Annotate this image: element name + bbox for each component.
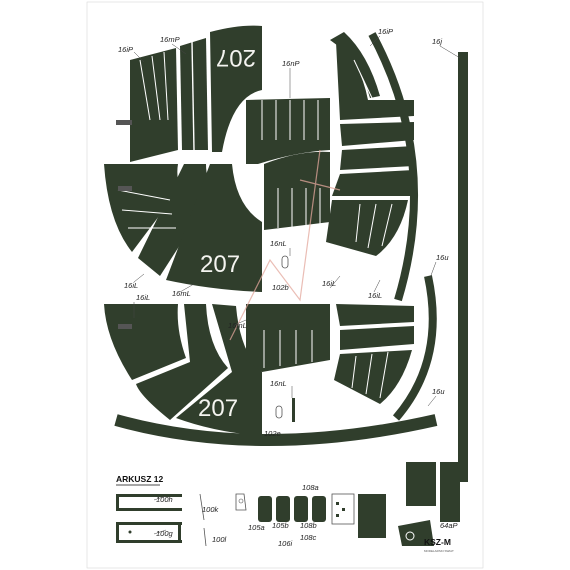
watermark	[229, 149, 341, 341]
fan-lower-b	[340, 326, 414, 350]
label-16mL-top: 16mL	[172, 289, 191, 298]
fender-16nL-center	[264, 151, 330, 230]
part-100g-dot	[128, 530, 132, 534]
part-102b	[281, 255, 289, 269]
part-64aP-hole	[405, 531, 415, 541]
fender-panel-16mP	[210, 25, 262, 153]
label-108a: 108a	[302, 483, 319, 492]
part-100h	[116, 494, 182, 511]
part-102e-bar	[292, 398, 295, 422]
part-16nP	[246, 98, 330, 230]
label-105a: 105a	[248, 523, 265, 532]
fan-16iL-right	[326, 200, 408, 256]
fender-16nP	[246, 98, 330, 164]
fender-panel-16mL	[166, 164, 262, 292]
label-105b: 105b	[272, 521, 289, 530]
label-16iL-top: 16iL	[124, 281, 138, 290]
label-16u-top: 16u	[436, 253, 449, 262]
part-64aP	[398, 462, 460, 546]
part-105b	[258, 496, 326, 522]
part-16iL-lower-right	[334, 304, 414, 404]
part-102e	[275, 405, 283, 419]
strip-16u-upper	[368, 32, 418, 302]
part-100k	[199, 493, 205, 521]
label-16mP: 16mP	[160, 35, 180, 44]
fan-16iP-d	[332, 170, 414, 196]
fender-panel-16iP-b	[180, 38, 208, 150]
brand-subline: MODELARSKI SWIAT	[424, 549, 454, 553]
part-108a	[331, 493, 355, 525]
label-102b: 102b	[272, 283, 289, 292]
fan-16iP-edge	[330, 32, 380, 98]
upper-left-divider	[191, 41, 195, 151]
part-100g	[116, 522, 182, 543]
label-100l: 100l	[212, 535, 227, 544]
fan-lower-c	[334, 350, 412, 404]
label-16j: 16j	[432, 37, 442, 46]
part-16nL-lower	[246, 304, 330, 372]
fender-panel-16iP	[130, 48, 178, 162]
label-16nL-bot: 16nL	[270, 379, 287, 388]
center-slits	[261, 100, 321, 228]
label-108b: 108b	[300, 521, 317, 530]
label-16iL-left: 16iL	[136, 293, 150, 302]
label-102e: 102e	[264, 429, 281, 438]
label-16nL-top: 16nL	[270, 239, 287, 248]
fender-lower-16mL	[176, 304, 262, 436]
right-lower-slits	[351, 351, 389, 399]
right-upper-slits	[353, 59, 393, 249]
label-16iP-right: 16iP	[378, 27, 393, 36]
upper-left-tab	[116, 120, 132, 125]
lower-left-tab	[118, 186, 132, 191]
number-207-upper-right: 207	[200, 251, 240, 278]
label-108c: 108c	[300, 533, 317, 542]
label-100h: 100h	[156, 495, 173, 504]
label-16iL-mid: 16iL	[322, 279, 336, 288]
label-64aP: 64aP	[440, 521, 458, 530]
part-100l	[203, 527, 207, 547]
upper-left-radial-lines	[139, 51, 169, 121]
fan-16iP-c	[340, 146, 414, 170]
label-16nP: 16nP	[282, 59, 300, 68]
number-207-upper: 207	[216, 44, 256, 71]
strip-16j	[458, 52, 468, 482]
fan-16iP-b	[340, 122, 414, 146]
part-16mP-upper	[130, 25, 262, 162]
fender-lower-16iL-b	[136, 304, 228, 420]
center-lower-slits	[263, 330, 313, 368]
label-100k: 100k	[202, 505, 220, 514]
label-100g: 100g	[156, 529, 174, 538]
lower-tab	[118, 324, 132, 329]
part-16mL-lower	[104, 304, 262, 436]
sheet-title: ARKUSZ 12	[116, 474, 164, 484]
label-16mL-mid: 16mL	[228, 321, 247, 330]
fan-16iP-a	[336, 42, 414, 120]
part-108b-marks	[336, 502, 345, 517]
fan-lower-a	[336, 304, 414, 326]
number-207-lower: 207	[198, 395, 238, 422]
brand-logo: KSZ-M	[424, 537, 451, 547]
label-106i: 106i	[278, 539, 293, 548]
part-105a	[235, 493, 247, 511]
fender-panel-16iL-b	[138, 164, 214, 276]
label-16iL-right: 16iL	[368, 291, 382, 300]
lower-left-radial-lines	[117, 189, 176, 229]
part-108c	[358, 494, 386, 538]
leader-lines	[133, 35, 461, 535]
label-16iP-left: 16iP	[118, 45, 133, 54]
fender-lower-16iL	[104, 304, 186, 380]
part-105a-hole	[238, 498, 244, 504]
strip-bottom-arc	[114, 414, 438, 446]
label-16u-bot: 16u	[432, 387, 445, 396]
fender-16nL-lower	[246, 304, 330, 372]
strip-16u-lower	[392, 275, 437, 421]
part-16iP-right	[326, 32, 414, 256]
